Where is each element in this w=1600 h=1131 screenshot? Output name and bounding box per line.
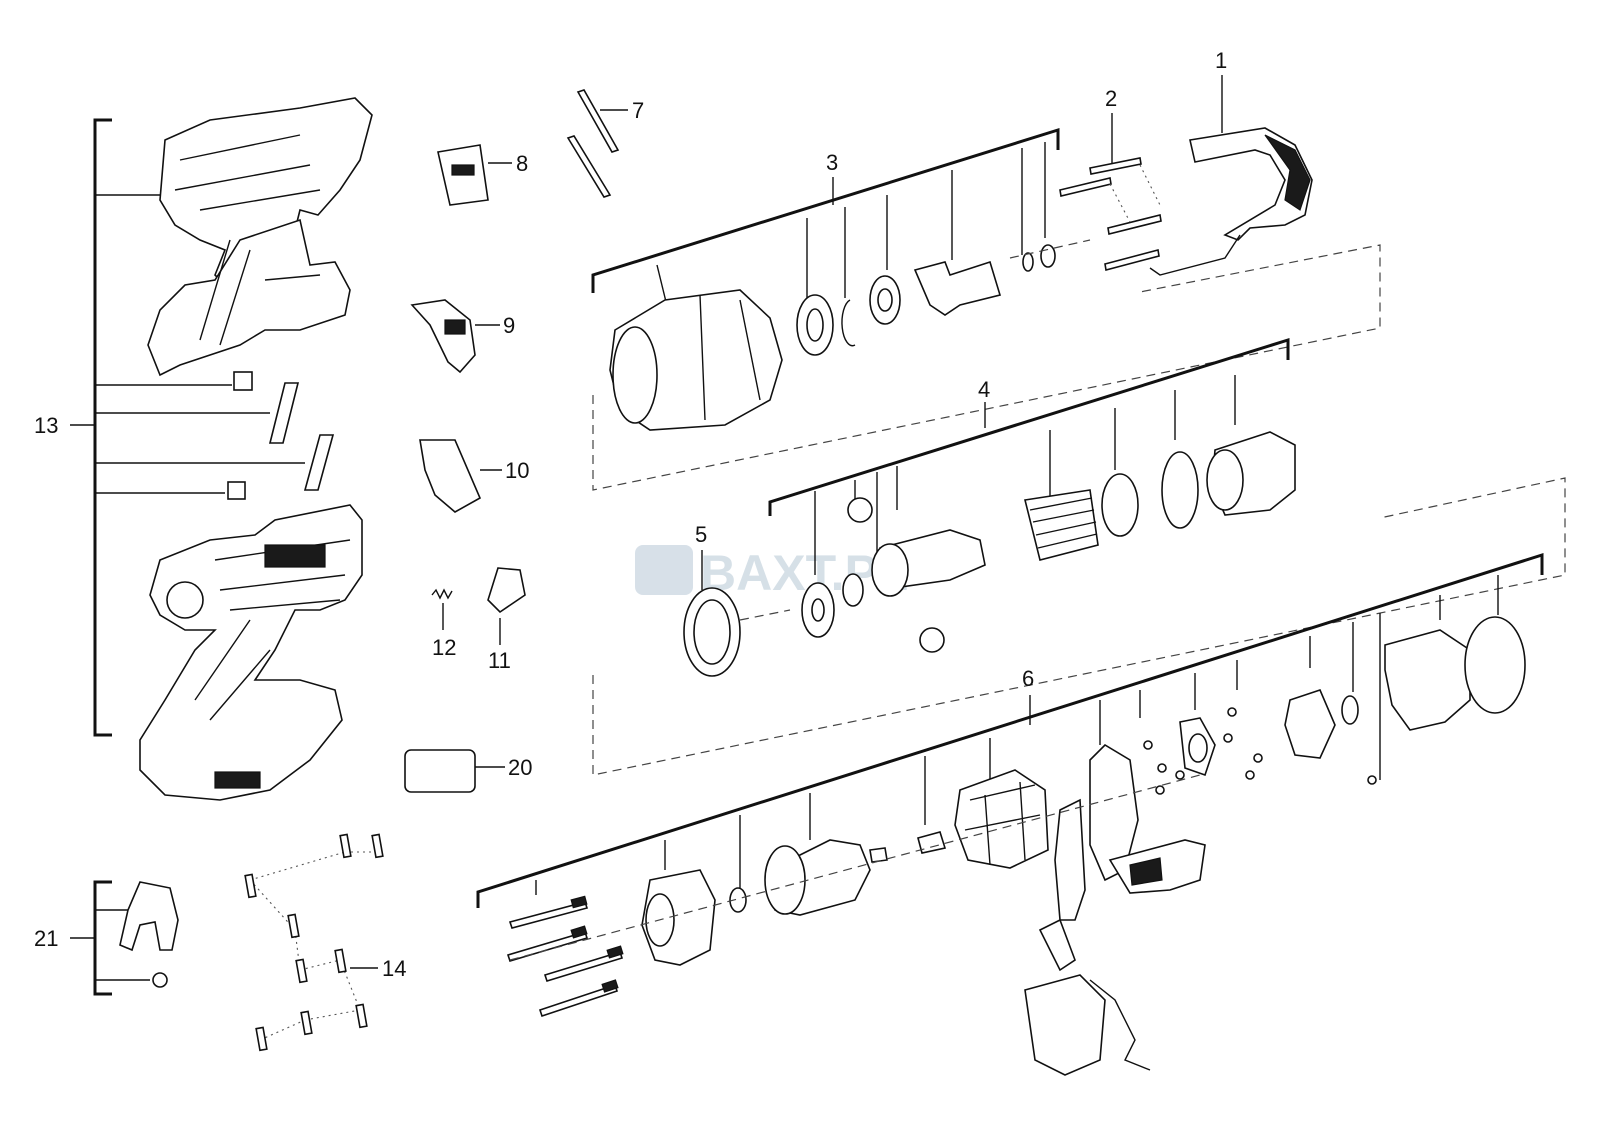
part-9-switch [410, 299, 476, 374]
part-6-motor-assembly [476, 552, 1544, 1076]
part-21-clip-group [70, 880, 179, 996]
retaining-ring-3 [841, 299, 856, 347]
callout-labels: 1 2 3 4 5 6 7 8 9 10 11 12 13 14 20 21 [34, 48, 1227, 981]
part-5-ring-gear [683, 550, 791, 677]
planet-gear-a [847, 497, 873, 523]
part-20-label-plate [404, 749, 476, 793]
battery-terminal [1024, 974, 1106, 1076]
part-10-button [419, 439, 482, 513]
callout-10: 10 [505, 458, 529, 483]
spindle-3 [913, 260, 1002, 316]
callout-13: 13 [34, 413, 58, 438]
watermark: BAXT.PL [635, 545, 908, 601]
spacer-bar-2 [303, 434, 335, 491]
callout-2: 2 [1105, 86, 1117, 111]
part-4-hammer-assembly [592, 337, 1566, 776]
small-block-1 [233, 371, 253, 391]
part-14-screws [244, 833, 384, 1052]
stator [954, 769, 1049, 869]
part-11-bracket [487, 567, 526, 614]
callout-3: 3 [826, 150, 838, 175]
small-block-2 [227, 481, 246, 500]
callout-21: 21 [34, 926, 58, 951]
callout-11: 11 [488, 648, 511, 673]
part-12-spring [431, 588, 453, 600]
callout-1: 1 [1215, 48, 1227, 73]
bearing-plate [1284, 689, 1336, 759]
ball-ring-4 [1161, 451, 1199, 529]
callout-7: 7 [632, 98, 644, 123]
part-13-housing-group [70, 97, 373, 801]
callout-6: 6 [1022, 666, 1034, 691]
lead-wire [1054, 798, 1086, 921]
motor-cover [1384, 629, 1471, 731]
pcb-board [1089, 743, 1139, 882]
pin-b [566, 135, 612, 198]
part-3-gearbox-assembly [591, 127, 1381, 491]
callout-4: 4 [978, 377, 990, 402]
spacer-bar-1 [268, 382, 300, 444]
housing-half-right [139, 504, 363, 801]
planet-gear-b [919, 627, 945, 653]
pin-a [576, 89, 620, 153]
small-bearing [729, 887, 747, 913]
callout-20: 20 [508, 755, 532, 780]
spring-4 [1024, 489, 1099, 561]
washer-4b [842, 573, 864, 607]
o-ring-large [1464, 616, 1526, 714]
callout-9: 9 [503, 313, 515, 338]
coupling [917, 831, 947, 854]
small-parts-column [404, 89, 628, 793]
washer-4c [1101, 473, 1139, 537]
callout-14: 14 [382, 956, 406, 981]
belt-clip [119, 881, 179, 952]
callout-12: 12 [432, 635, 456, 660]
part-1-and-2 [1059, 75, 1313, 276]
clip-screw [152, 972, 168, 988]
callout-8: 8 [516, 151, 528, 176]
o-ring-small [1341, 695, 1359, 725]
callout-5: 5 [695, 522, 707, 547]
